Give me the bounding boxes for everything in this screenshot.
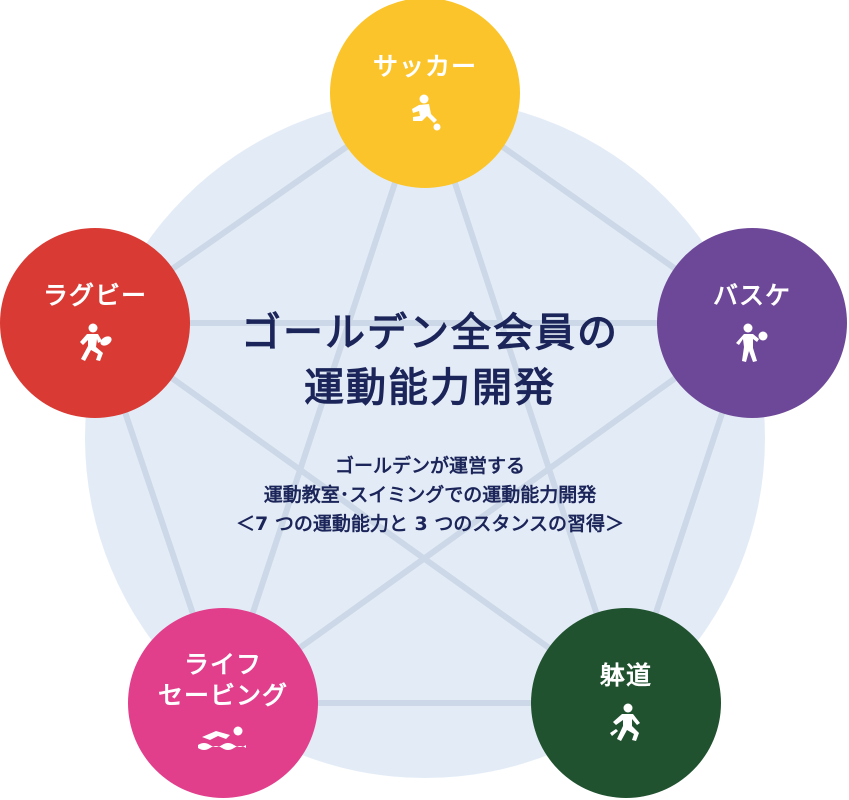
diagram-description: ゴールデンが運営する 運動教室･スイミングでの運動能力開発 ＜7 つの運動能力と… xyxy=(236,455,624,535)
soccer-player-icon xyxy=(407,94,443,136)
martial-arts-icon xyxy=(606,703,646,747)
sport-label: バスケ xyxy=(712,280,791,310)
swimmer-icon xyxy=(196,723,250,757)
sport-label: ライフ セービング xyxy=(157,650,288,710)
sport-label: 躰道 xyxy=(599,660,652,690)
sport-label: サッカー xyxy=(372,51,477,81)
basketball-player-icon xyxy=(734,323,770,367)
sport-node-taido: 躰道 xyxy=(531,608,721,798)
rugby-player-icon xyxy=(75,323,115,367)
sport-node-rugby: ラグビー xyxy=(0,228,190,418)
inner-pentagon xyxy=(92,89,755,706)
diagram-title: ゴールデン全会員の 運動能力開発 xyxy=(241,310,619,411)
sport-node-lifesaving: ライフ セービング xyxy=(128,608,318,798)
sport-node-basketball: バスケ xyxy=(657,228,847,418)
sport-node-soccer: サッカー xyxy=(330,0,520,188)
sport-label: ラグビー xyxy=(42,280,147,310)
